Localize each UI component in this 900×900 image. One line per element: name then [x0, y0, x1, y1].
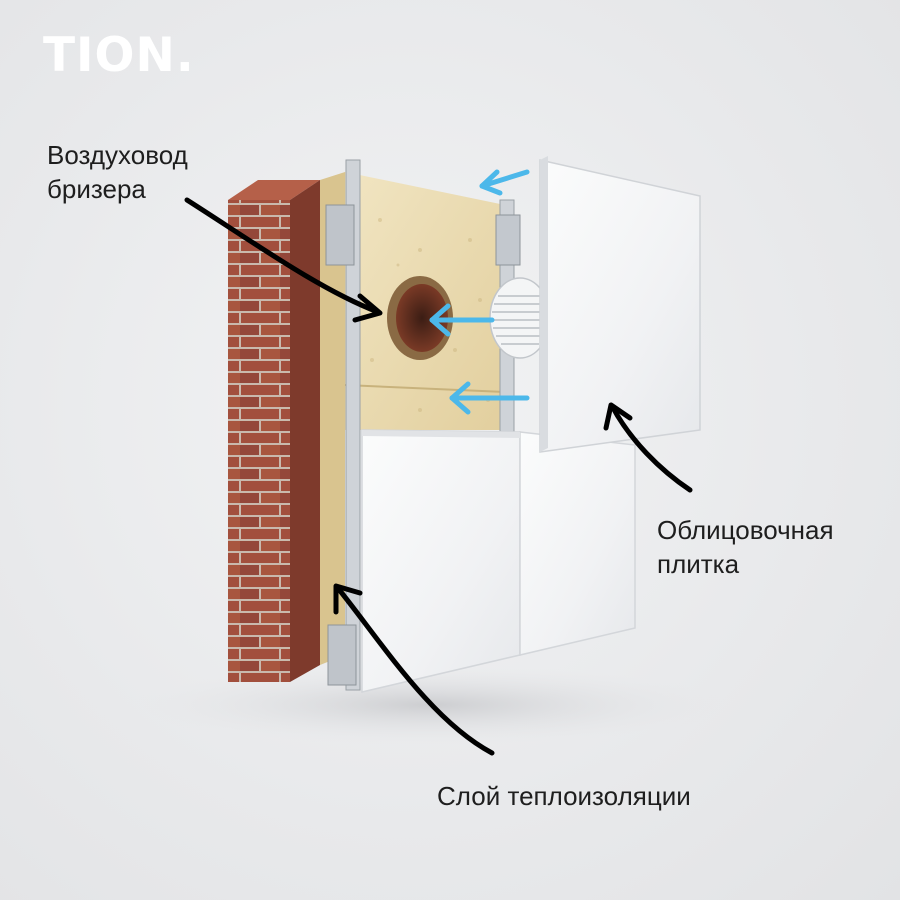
brick-wall-top — [228, 180, 320, 200]
airflow-arrow-middle — [429, 303, 495, 337]
label-breather-duct: Воздуховод бризера — [47, 138, 188, 206]
label-insulation-layer: Слой теплоизоляции — [437, 779, 691, 813]
brick-wall-side — [290, 180, 320, 682]
label-facade-tile-line2: плитка — [657, 549, 740, 579]
airflow-arrow-bottom — [449, 381, 530, 415]
pointer-arrow-tile — [603, 402, 693, 493]
brick-wall — [228, 200, 290, 682]
pointer-arrows — [184, 197, 693, 756]
airflow-arrow-top — [479, 169, 530, 196]
tion-logo: TION. — [43, 28, 195, 83]
airflow-arrows — [429, 169, 530, 415]
pointer-arrow-duct — [184, 197, 383, 323]
pointer-arrow-insulation — [333, 583, 495, 756]
label-facade-tile: Облицовочная плитка — [657, 513, 834, 581]
label-breather-duct-line1: Воздуховод — [47, 140, 188, 170]
label-breather-duct-line2: бризера — [47, 174, 146, 204]
label-insulation-text: Слой теплоизоляции — [437, 781, 691, 811]
metal-rail-left — [345, 159, 361, 691]
label-facade-tile-line1: Облицовочная — [657, 515, 834, 545]
facade-tile-lower-right — [519, 431, 636, 656]
air-grille-icon — [489, 277, 551, 359]
